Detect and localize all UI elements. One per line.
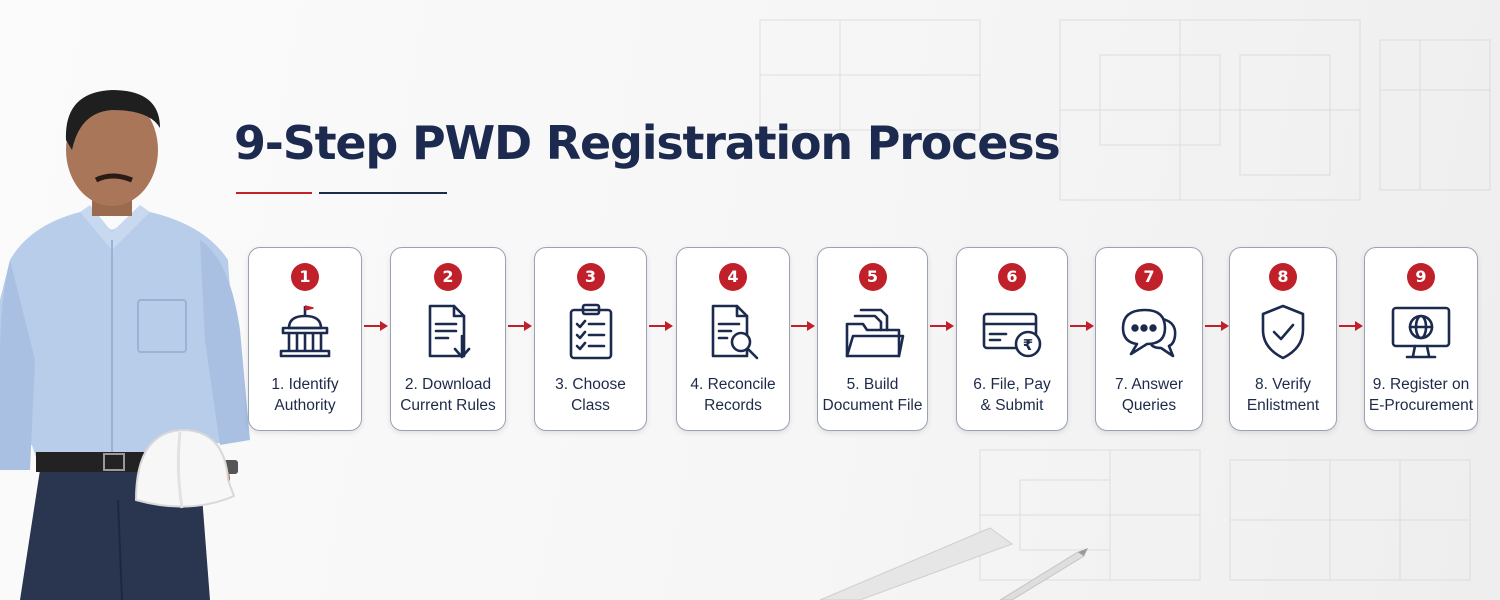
step-label: 6. File, Pay& Submit: [973, 376, 1051, 414]
flow-arrow: [1339, 318, 1363, 334]
page-title: 9-Step PWD Registration Process: [234, 116, 1061, 170]
step-number-badge: 1: [291, 263, 319, 291]
step-number-badge: 5: [858, 263, 887, 291]
title-underline-navy: [319, 192, 447, 194]
svg-text:₹: ₹: [1023, 336, 1033, 354]
document-download-icon: [416, 300, 480, 364]
document-search-icon: [701, 300, 765, 364]
government-building-icon: [273, 300, 337, 364]
monitor-globe-icon: [1389, 300, 1453, 364]
step-number-badge: 4: [719, 263, 747, 291]
flow-arrow: [1205, 318, 1229, 334]
flow-arrow: [1070, 318, 1094, 334]
flow-arrow: [508, 318, 532, 334]
step-number-badge: 3: [576, 263, 605, 291]
step-number-badge: 2: [434, 263, 462, 291]
clipboard-checklist-icon: [559, 300, 623, 364]
step-card-6: 6 ₹ 6. File, Pay& Submit: [956, 247, 1068, 431]
step-number-badge: 9: [1407, 263, 1435, 291]
shield-check-icon: [1251, 300, 1315, 364]
flow-arrow: [649, 318, 673, 334]
flow-arrow: [930, 318, 954, 334]
flow-arrow: [791, 318, 815, 334]
engineer-illustration: [0, 90, 250, 600]
step-number-badge: 6: [998, 263, 1026, 291]
step-number-badge: 7: [1135, 263, 1163, 291]
step-number-badge: 8: [1269, 263, 1297, 291]
card-rupee-payment-icon: ₹: [980, 300, 1044, 364]
title-underline-red: [236, 192, 312, 194]
flow-arrow: [364, 318, 388, 334]
chat-bubbles-icon: [1117, 300, 1181, 364]
folder-documents-icon: [841, 300, 905, 364]
